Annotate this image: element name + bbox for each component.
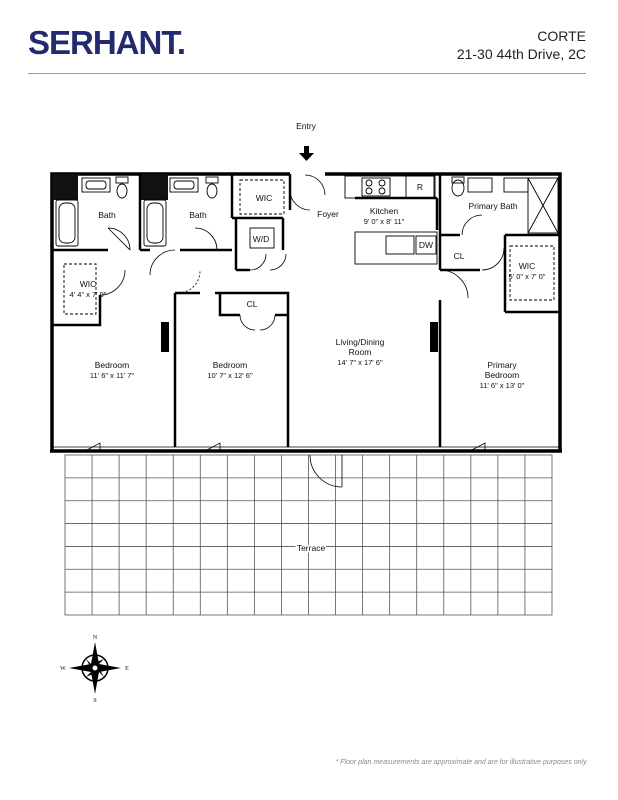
dishwasher-label: DW [419, 240, 433, 250]
wd-label: W/D [253, 234, 270, 244]
fridge-label: R [417, 182, 423, 192]
terrace-label: Terrace [297, 543, 326, 553]
cl-primary-label: CL [454, 251, 465, 261]
primary-bed-dim: 11' 6" x 13' 0" [480, 381, 525, 390]
kitchen-dim: 9' 0" x 8' 11" [364, 217, 405, 226]
bedroom2-dim: 10' 7" x 12' 6" [207, 371, 253, 380]
fixtures [55, 175, 559, 315]
bedroom1-dim: 11' 6" x 11' 7" [90, 371, 135, 380]
building-name: CORTE [537, 28, 586, 44]
bedroom2-label: Bedroom [213, 360, 248, 370]
living-dim: 14' 7" x 17' 6" [337, 358, 383, 367]
living-label-1: Living/Dining [336, 337, 385, 347]
cl-mid-label: CL [247, 299, 258, 309]
wic-top-label: WIC [256, 193, 273, 203]
footnote: * Floor plan measurements are approximat… [335, 759, 588, 766]
entry-label: Entry [296, 121, 317, 131]
entry-arrow-icon [299, 146, 314, 161]
compass-rose-icon: N S E W [60, 635, 129, 704]
compass-w: W [60, 666, 66, 672]
wic-left-label: WIC [80, 279, 97, 289]
terrace-grid [64, 454, 553, 616]
compass-e: E [125, 666, 129, 672]
foyer-label: Foyer [317, 209, 339, 219]
unit-address: 21-30 44th Drive, 2C [456, 46, 586, 62]
exterior-walls [50, 172, 562, 453]
listing-header: CORTE 21-30 44th Drive, 2C [457, 27, 586, 63]
interior-walls [52, 174, 560, 447]
primary-bed-label-1: Primary [487, 360, 517, 370]
header-divider [28, 73, 586, 74]
primary-bath-label: Primary Bath [468, 201, 517, 211]
compass-s: S [93, 698, 96, 704]
compass-n: N [93, 635, 98, 641]
bedroom1-label: Bedroom [95, 360, 130, 370]
wic-left-dim: 4' 4" x 7' 0" [70, 290, 107, 299]
kitchen-label: Kitchen [370, 206, 399, 216]
living-label-2: Room [349, 347, 372, 357]
primary-bed-label-2: Bedroom [485, 370, 520, 380]
brand-logo: SERHANT. [28, 24, 186, 61]
wic-primary-dim: 5' 0" x 7' 0" [509, 272, 546, 281]
door-swings [84, 174, 505, 488]
wic-primary-label: WIC [519, 261, 536, 271]
bath2-label: Bath [189, 210, 207, 220]
bath1-label: Bath [98, 210, 116, 220]
